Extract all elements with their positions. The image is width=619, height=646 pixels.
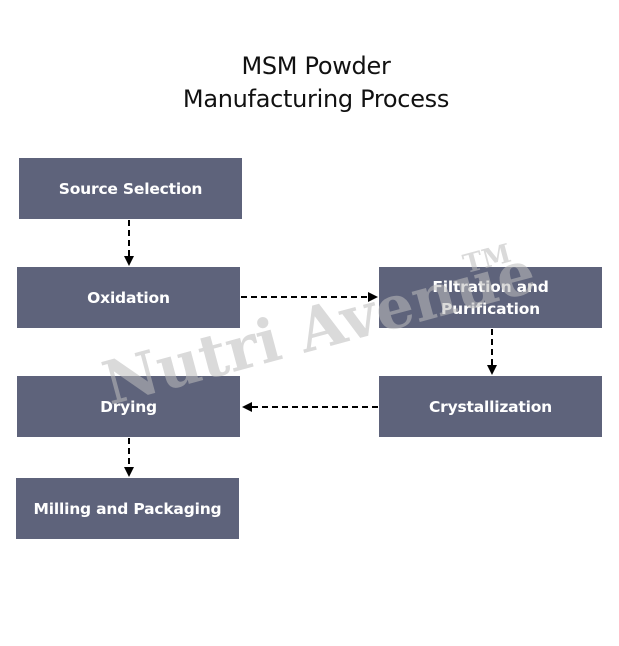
step-drying: Drying xyxy=(17,376,240,437)
diagram-title: MSM Powder Manufacturing Process xyxy=(0,50,619,116)
step-label-line-2: Purification xyxy=(440,299,541,318)
step-label: Oxidation xyxy=(87,288,170,307)
step-label-line-1: Filtration and xyxy=(432,277,549,296)
step-milling-packaging: Milling and Packaging xyxy=(16,478,239,539)
step-source-selection: Source Selection xyxy=(19,158,242,219)
title-line-1: MSM Powder xyxy=(241,52,391,80)
step-label: Crystallization xyxy=(428,397,553,416)
step-label: Source Selection xyxy=(58,179,203,198)
title-line-2: Manufacturing Process xyxy=(182,85,450,113)
step-oxidation: Oxidation xyxy=(17,267,240,328)
step-label: Drying xyxy=(100,397,157,416)
step-crystallization: Crystallization xyxy=(379,376,602,437)
step-filtration-purification: Filtration and Purification xyxy=(379,267,602,328)
step-label: Milling and Packaging xyxy=(33,499,222,518)
